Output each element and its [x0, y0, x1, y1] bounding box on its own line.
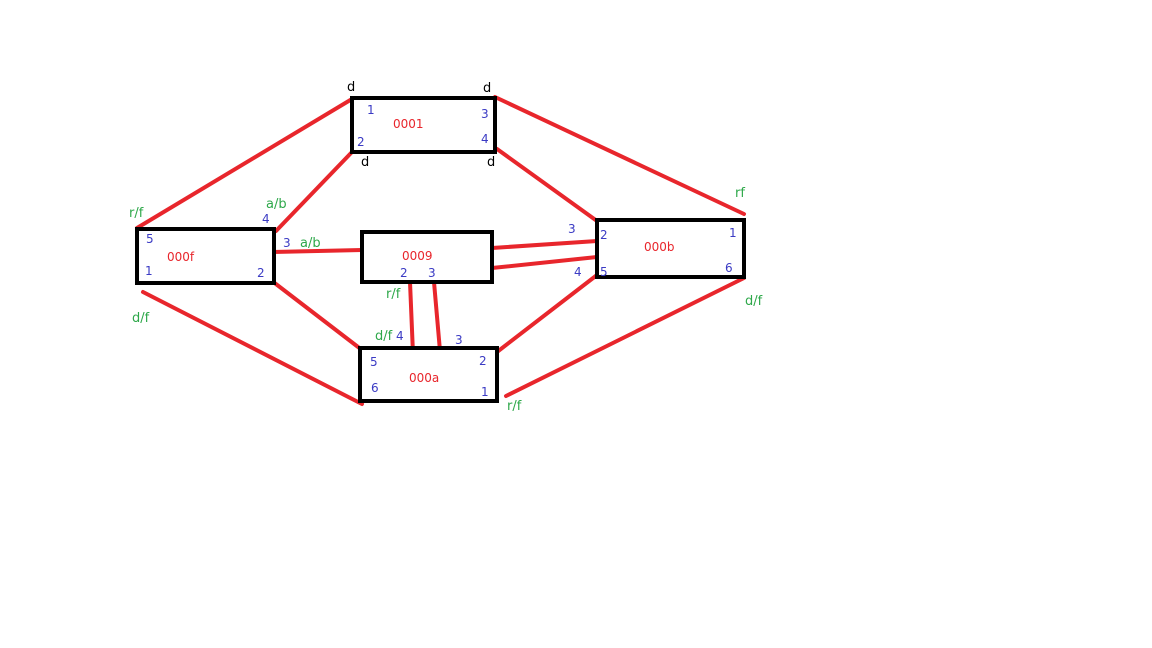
node-0001-box[interactable]	[350, 96, 497, 154]
tag-0001-top-right: d	[483, 81, 491, 96]
port-000f-4: 4	[262, 212, 270, 226]
tag-0001-bottom-left: d	[361, 155, 369, 170]
node-000f-box[interactable]	[135, 227, 276, 285]
tag-000a-top: d/f	[375, 329, 393, 344]
port-000a-1: 1	[481, 385, 489, 399]
tag-000b-bottom: d/f	[745, 294, 763, 309]
link-0001-3-to-000b-1	[493, 95, 746, 216]
link-0001-4-to-000b-2	[495, 147, 599, 223]
port-000a-2: 2	[479, 354, 487, 368]
port-0009-3: 3	[428, 266, 436, 280]
port-000b-2: 2	[600, 228, 608, 242]
port-000a-5: 5	[370, 355, 378, 369]
port-000f-5: 5	[146, 232, 154, 246]
node-000a-box[interactable]	[358, 346, 499, 403]
node-0009-label: 0009	[402, 249, 433, 263]
link-000f-2-to-000a-5	[270, 279, 364, 352]
link-0009-2-to-000a-4	[408, 280, 415, 356]
link-000f-1-to-000a-6	[141, 290, 364, 406]
port-000f-2: 2	[257, 266, 265, 280]
node-0009-box[interactable]	[360, 230, 494, 284]
tag-000f-top: r/f	[129, 206, 144, 221]
node-000b-label: 000b	[644, 240, 675, 254]
port-000b-3: 3	[568, 222, 576, 236]
port-0009-2: 2	[400, 266, 408, 280]
link-0009-to-000b-4	[490, 255, 599, 270]
tag-000a-bottom: r/f	[507, 399, 522, 414]
port-000b-6: 6	[725, 261, 733, 275]
tag-000b-top: rf	[735, 186, 745, 201]
node-000b-box[interactable]	[595, 218, 746, 279]
link-000f-3-to-0009	[271, 248, 364, 254]
port-000b-5: 5	[600, 265, 608, 279]
link-000f-4-to-0001-2	[274, 150, 354, 233]
port-0001-1: 1	[367, 103, 375, 117]
node-0001-label: 0001	[393, 117, 424, 131]
tag-0009-bottom: r/f	[386, 287, 401, 302]
port-000f-3: 3	[283, 236, 291, 250]
port-000b-4: 4	[574, 265, 582, 279]
port-0001-2: 2	[357, 135, 365, 149]
node-000a-label: 000a	[409, 371, 439, 385]
port-0001-3: 3	[481, 107, 489, 121]
port-000b-1: 1	[729, 226, 737, 240]
node-000f-label: 000f	[167, 250, 195, 264]
port-0001-4: 4	[481, 132, 489, 146]
tag-0001-top-left: d	[347, 80, 355, 95]
tag-0001-bottom-right: d	[487, 155, 495, 170]
tag-000f-port3: a/b	[300, 236, 321, 251]
link-000f-5-to-0001-1	[135, 97, 354, 230]
link-000b-6-to-000a-1	[504, 276, 746, 398]
tag-000f-bottom: d/f	[132, 311, 150, 326]
port-000a-3: 3	[455, 333, 463, 347]
port-000a-4: 4	[396, 329, 404, 343]
link-0009-3-to-000a-3	[432, 280, 442, 353]
link-000b-5-to-000a-2	[495, 273, 599, 354]
link-0009-to-000b-3	[490, 239, 599, 250]
tag-000f-port4: a/b	[266, 197, 287, 212]
port-000f-1: 1	[145, 264, 153, 278]
port-000a-6: 6	[371, 381, 379, 395]
